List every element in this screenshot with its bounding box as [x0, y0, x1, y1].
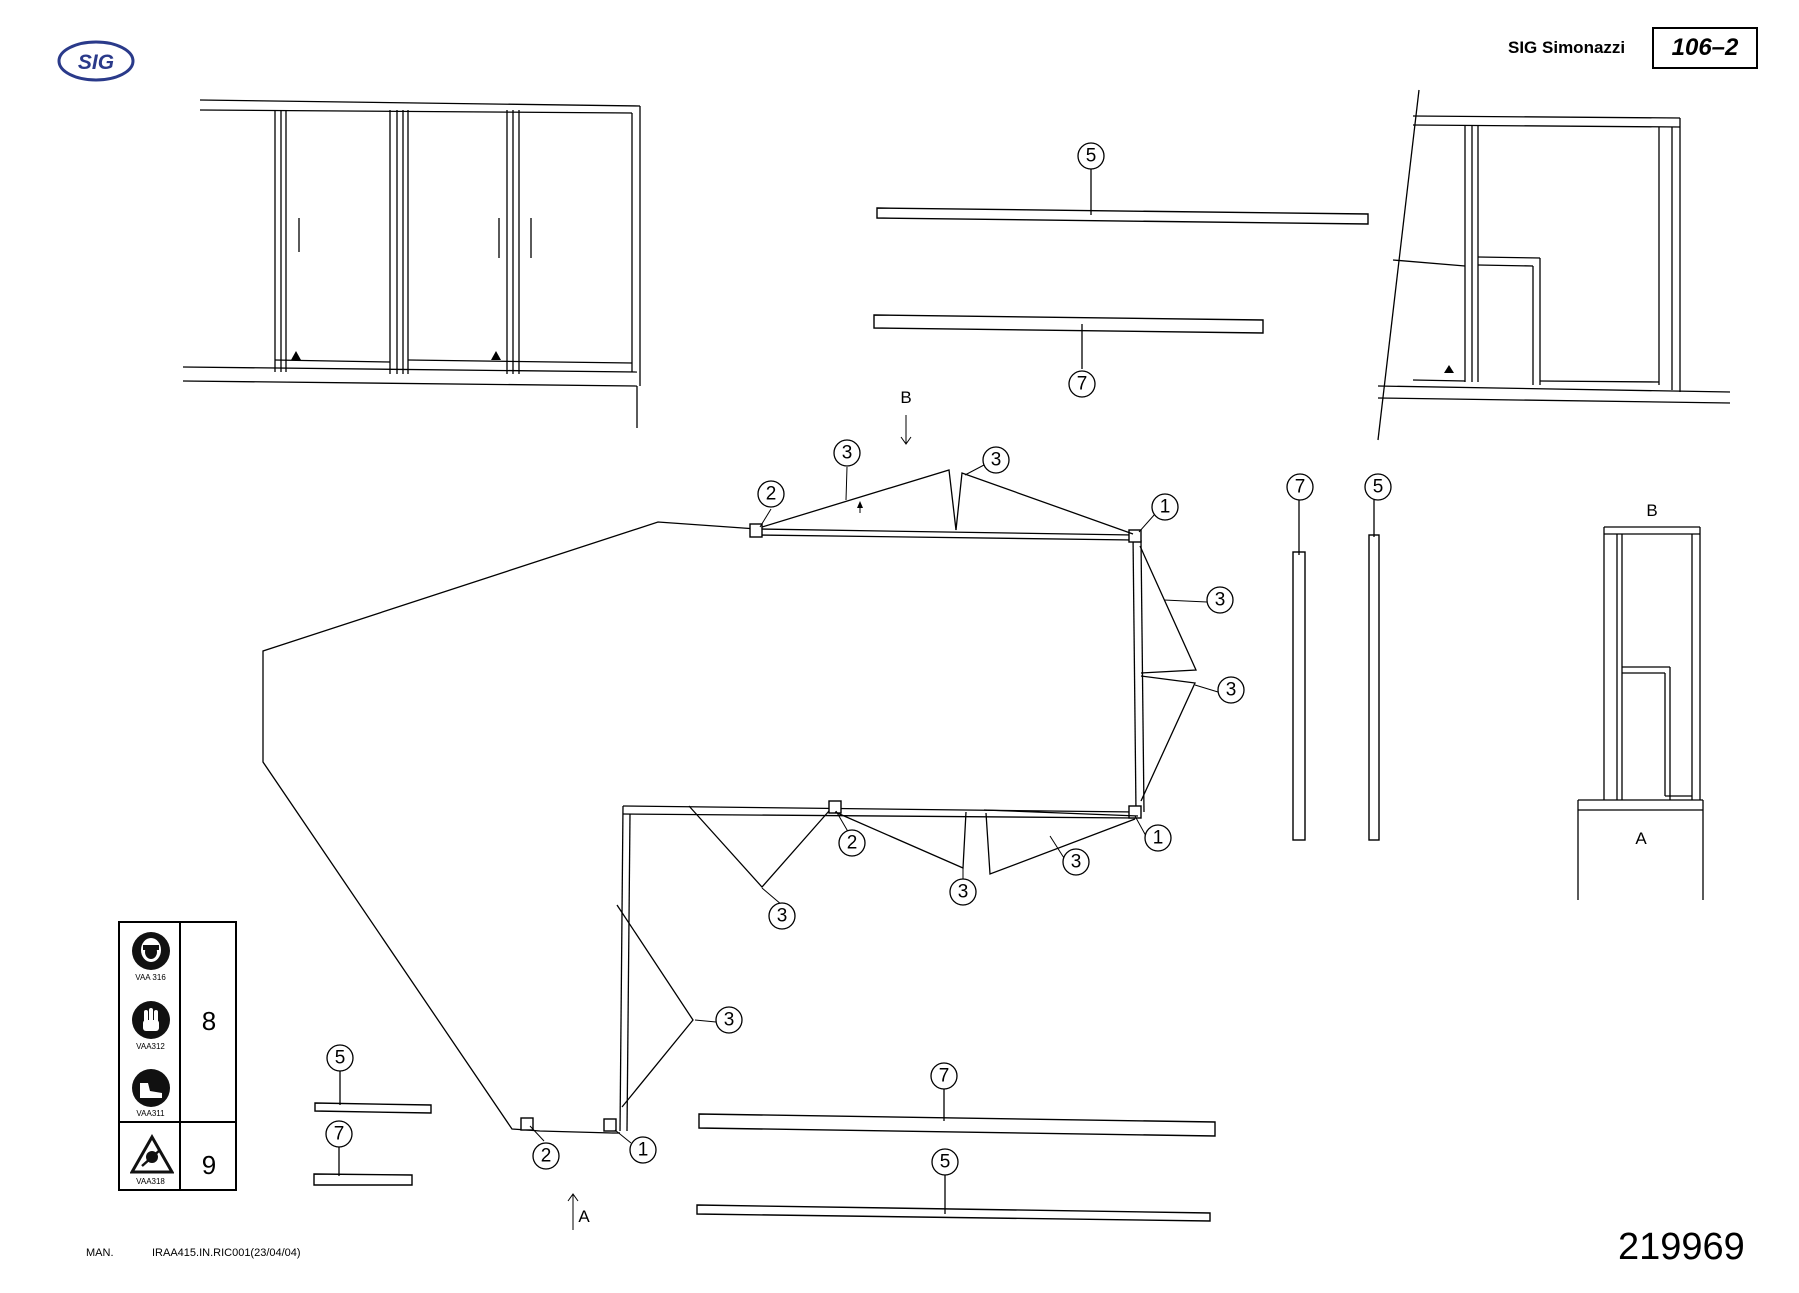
svg-text:3: 3	[777, 906, 788, 927]
callout-part-5-top: 5	[1077, 142, 1105, 170]
safety-symbol-column	[120, 923, 181, 1189]
svg-text:1: 1	[638, 1140, 649, 1161]
top-parts	[873, 168, 1369, 369]
view-label-b: B	[1646, 501, 1657, 520]
drawing-number: 219969	[1618, 1226, 1745, 1268]
svg-text:7: 7	[1295, 477, 1306, 498]
callout-part-7-right: 7	[1286, 473, 1314, 501]
vertical-parts	[1292, 499, 1380, 841]
face-protection-icon	[132, 932, 170, 970]
safety-code: VAA318	[136, 1177, 165, 1186]
callout-bubbles: 5 7 3 3 2 1 3 3 1 3 3 2 3 3 1 2 7 5 5 7 …	[325, 142, 1392, 1176]
svg-text:3: 3	[991, 450, 1002, 471]
svg-text:5: 5	[335, 1048, 346, 1069]
page-code: 106–2	[1671, 34, 1739, 61]
svg-text:1: 1	[1160, 497, 1171, 518]
callout-part-7-small: 7	[325, 1120, 353, 1148]
safety-code: VAA311	[136, 1109, 165, 1118]
callout-part-7-bottom: 7	[930, 1062, 958, 1090]
svg-text:3: 3	[724, 1010, 735, 1031]
svg-text:7: 7	[334, 1124, 345, 1145]
callout-part-5-small: 5	[326, 1044, 354, 1072]
view-arrow-b-label: B	[900, 388, 911, 407]
svg-text:3: 3	[1071, 852, 1082, 873]
svg-text:3: 3	[1215, 590, 1226, 611]
callout-part-5-right: 5	[1364, 473, 1392, 501]
page-code-box: 106–2	[1652, 27, 1758, 69]
safety-code: VAA312	[136, 1042, 165, 1051]
footer-man-label: MAN.	[86, 1247, 114, 1259]
callout-part-2: 2	[532, 1142, 560, 1170]
safety-group-number: 9	[201, 1150, 217, 1180]
bottom-parts	[696, 1089, 1216, 1222]
callout-part-1: 1	[629, 1136, 657, 1164]
view-label-a: A	[1635, 829, 1647, 848]
safety-code: VAA 316	[135, 973, 166, 982]
side-frame-view	[1377, 89, 1731, 441]
foot-protection-icon	[132, 1069, 170, 1107]
view-arrow-a-label: A	[578, 1207, 590, 1226]
svg-text:7: 7	[939, 1066, 950, 1087]
svg-text:5: 5	[940, 1152, 951, 1173]
logo-text: SIG	[78, 51, 114, 74]
safety-group-number: 8	[201, 1006, 217, 1036]
callout-part-3: 3	[982, 446, 1010, 474]
svg-text:7: 7	[1077, 374, 1088, 395]
callout-part-3: 3	[1206, 586, 1234, 614]
front-frame-view	[182, 99, 641, 428]
callout-part-3: 3	[1217, 676, 1245, 704]
safety-symbols-panel: VAA 316 VAA312 VAA311 VAA318 8 9	[118, 921, 237, 1191]
company-name: SIG Simonazzi	[1508, 38, 1626, 57]
callout-part-1: 1	[1144, 824, 1172, 852]
callout-part-3: 3	[715, 1006, 743, 1034]
svg-text:2: 2	[847, 833, 858, 854]
callout-part-2: 2	[757, 480, 785, 508]
callout-part-7-top: 7	[1068, 370, 1096, 398]
hand-protection-icon	[132, 1001, 170, 1039]
svg-text:1: 1	[1153, 828, 1164, 849]
svg-text:2: 2	[541, 1146, 552, 1167]
guard-plan: B A	[262, 388, 1197, 1230]
callout-part-1: 1	[1151, 493, 1179, 521]
svg-text:2: 2	[766, 484, 777, 505]
svg-text:5: 5	[1373, 477, 1384, 498]
section-view-a-b: B A	[1577, 501, 1704, 900]
sig-logo: SIG	[57, 40, 135, 82]
crush-hazard-icon	[130, 1134, 174, 1174]
safety-divider	[120, 1121, 235, 1123]
callout-part-2: 2	[838, 829, 866, 857]
callout-part-3: 3	[1062, 848, 1090, 876]
callout-part-3: 3	[949, 878, 977, 906]
svg-text:3: 3	[842, 443, 853, 464]
svg-text:5: 5	[1086, 146, 1097, 167]
svg-text:3: 3	[1226, 680, 1237, 701]
callout-leaders	[529, 464, 1219, 1144]
callout-part-3: 3	[833, 439, 861, 467]
callout-part-5-bottom: 5	[931, 1148, 959, 1176]
callout-part-3: 3	[768, 902, 796, 930]
svg-text:3: 3	[958, 882, 969, 903]
small-parts	[313, 1070, 432, 1186]
footer-document-ref: IRAA415.IN.RIC001(23/04/04)	[152, 1247, 301, 1259]
